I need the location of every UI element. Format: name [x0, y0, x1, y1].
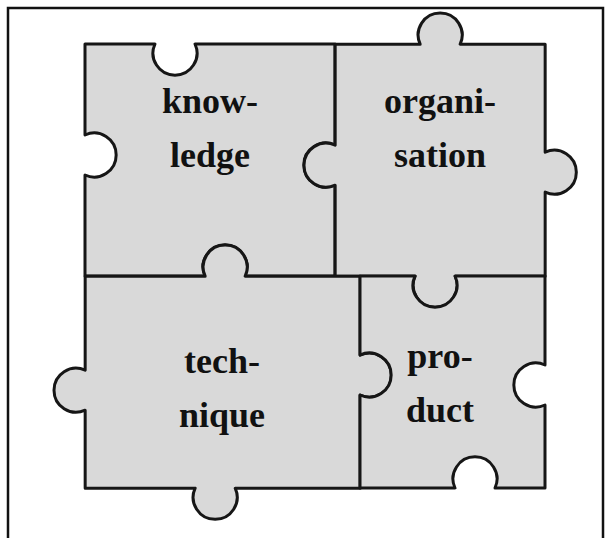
piece-shape: [304, 13, 576, 307]
piece-label: pro- duct: [406, 329, 474, 437]
piece-label: tech- nique: [179, 334, 265, 442]
puzzle-piece: tech- nique: [51, 242, 394, 522]
piece-shape: [54, 245, 391, 519]
piece-shape: [360, 276, 545, 488]
puzzle-piece: pro- duct: [357, 273, 548, 491]
piece-outline: [357, 273, 548, 491]
puzzle-piece: know- ledge: [82, 41, 338, 279]
frame-border: [8, 8, 603, 538]
piece-outline: [51, 242, 394, 522]
puzzle-piece: organi- sation: [301, 10, 579, 310]
piece-label: organi- sation: [384, 74, 496, 182]
piece-label: know- ledge: [162, 74, 258, 182]
piece-shape: [85, 44, 335, 276]
